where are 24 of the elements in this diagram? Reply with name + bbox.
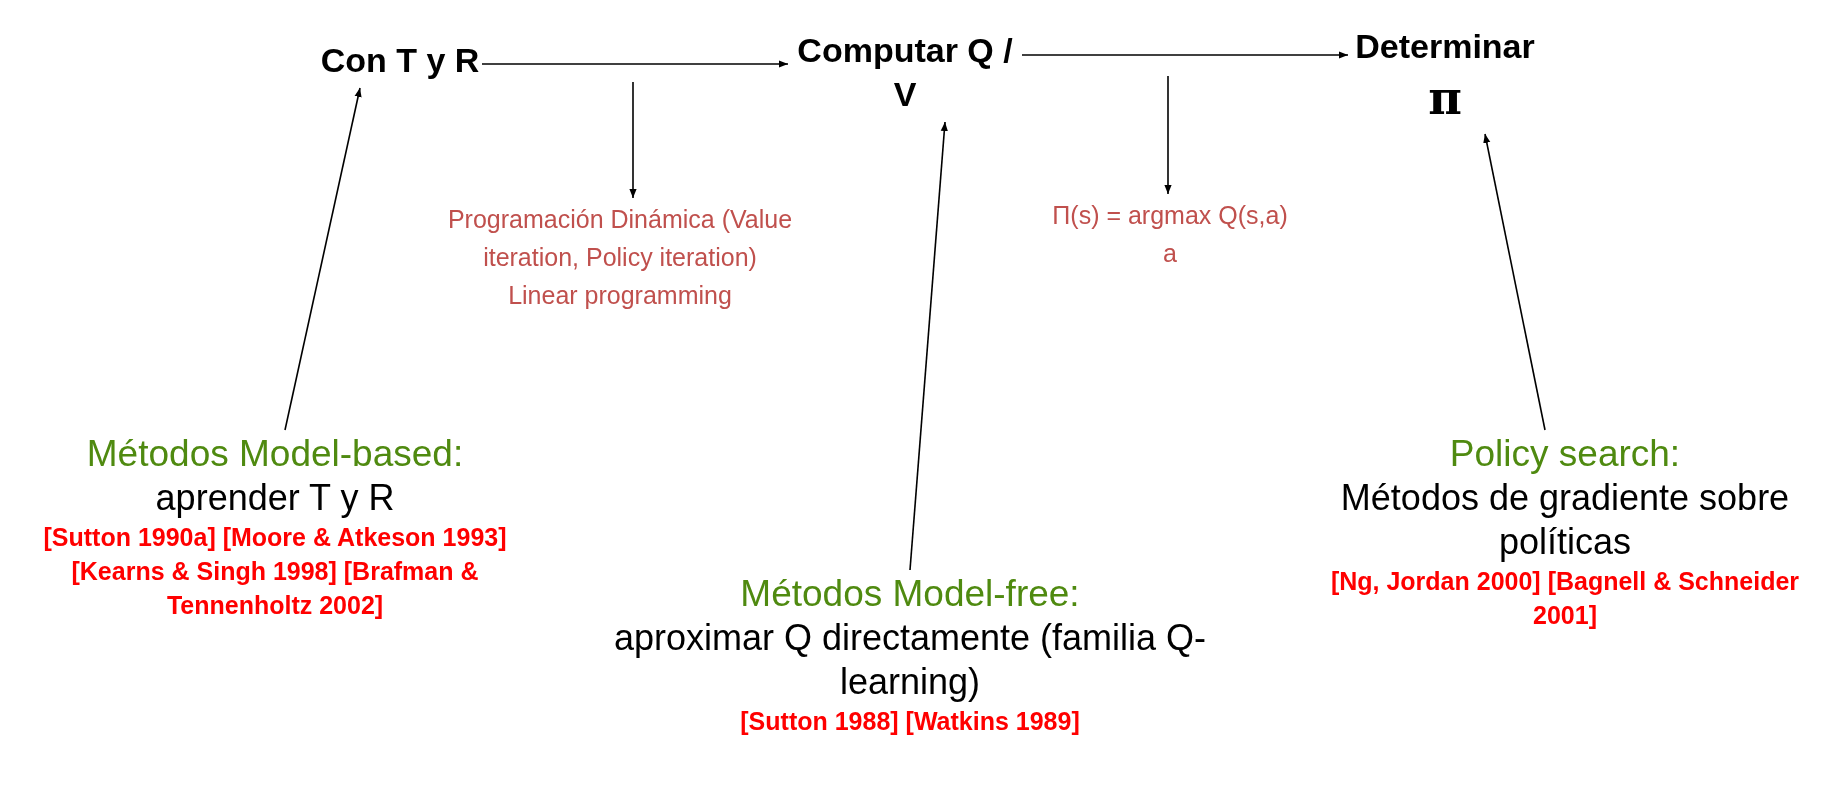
method-heading: Métodos Model-free: (740, 572, 1080, 616)
arrow (1483, 133, 1546, 431)
note-text: a (1163, 238, 1177, 269)
arrow (481, 60, 789, 68)
method-description: aprender T y R (155, 476, 395, 520)
reference-list: [Ng, Jordan 2000] [Bagnell & Schneider 2001] (1300, 564, 1830, 632)
arrow (909, 121, 948, 571)
method-description: aproximar Q directamente (familia Q-learning) (612, 616, 1208, 704)
note-text: Linear programming (508, 280, 732, 311)
method-heading: Policy search: (1449, 432, 1681, 476)
arrow (284, 87, 362, 431)
note-text: Π(s) = argmax Q(s,a) (1052, 200, 1288, 231)
arrow (1164, 75, 1172, 195)
node-title: Determinar (1355, 26, 1535, 67)
arrow (629, 81, 637, 199)
reference-list: [Sutton 1988] [Watkins 1989] (740, 704, 1080, 738)
reference-list: [Sutton 1990a] [Moore & Atkeson 1993] [Kearns & Singh 1998] [Brafman & Tennenholtz 2002] (5, 520, 545, 622)
method-heading: Métodos Model-based: (86, 432, 464, 476)
method-description: Métodos de gradiente sobre políticas (1339, 476, 1791, 564)
policy-symbol: π (1428, 70, 1462, 127)
node-title: Con T y R (320, 40, 480, 81)
note-text: Programación Dinámica (Value iteration, Policy iteration) (446, 204, 794, 273)
arrow (1021, 51, 1349, 59)
node-title: Computar Q / V (796, 30, 1014, 115)
